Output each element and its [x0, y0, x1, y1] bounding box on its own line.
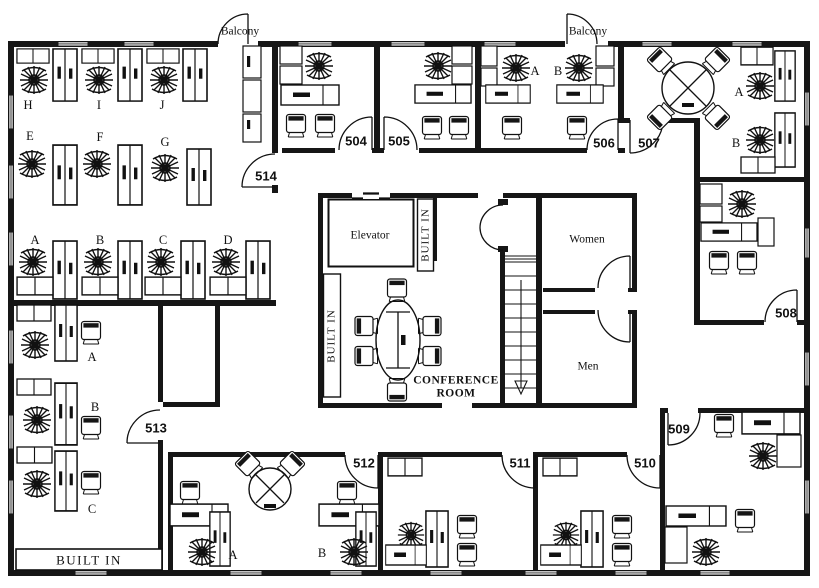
- cubicle-row-1: [16, 45, 262, 143]
- double-door-stair-lobby: [479, 204, 504, 251]
- room-504-furniture: [279, 45, 340, 138]
- cubicle-label-j: J: [159, 97, 165, 112]
- room-506-furniture: [480, 45, 615, 140]
- stairs-arrow-head: [514, 380, 528, 396]
- elevator-door-icon: [352, 192, 390, 199]
- cubicle-label-f: F: [96, 129, 104, 144]
- cubicle-label-b: B: [95, 232, 105, 247]
- desk-label-bl-c: C: [87, 501, 97, 516]
- women-restroom-label: Women: [569, 233, 605, 246]
- built-in-label-elevator: BUILT IN: [419, 208, 432, 262]
- round-table-512: [233, 449, 307, 511]
- desk-label-512-a: A: [228, 547, 238, 562]
- built-in-cabinet-conference: [322, 273, 342, 398]
- desk-label-507-b: B: [731, 135, 741, 150]
- door-514: [241, 153, 276, 188]
- room-number-514: 514: [255, 168, 277, 184]
- desk-label-bl-b: B: [90, 399, 100, 414]
- room-number-508: 508: [775, 305, 797, 321]
- door-513: [126, 409, 161, 444]
- built-in-cabinet-bottom: [15, 548, 163, 571]
- built-in-label-conference: BUILT IN: [325, 309, 338, 363]
- conference-room-label-line1: CONFERENCE: [413, 374, 499, 387]
- room-number-510: 510: [634, 455, 656, 471]
- door-512: [344, 454, 379, 489]
- conference-room-label-line2: ROOM: [436, 387, 476, 400]
- cubicle-label-c: C: [158, 232, 168, 247]
- door-506: [586, 118, 619, 151]
- bottom-left-workstations: [15, 304, 163, 571]
- cubicle-label-g: G: [160, 134, 170, 149]
- room-505-furniture: [414, 45, 473, 140]
- balcony-label-left: Balcony: [220, 25, 260, 38]
- conference-table: [354, 278, 442, 402]
- door-504: [338, 116, 373, 151]
- elevator-label: Elevator: [350, 229, 390, 242]
- elevator-room: [327, 192, 415, 268]
- room-number-513: 513: [145, 420, 167, 436]
- cubicle-label-e: E: [26, 128, 34, 143]
- cubicle-label-a: A: [30, 232, 40, 247]
- cubicle-label-h: H: [23, 97, 33, 112]
- stairs: [505, 255, 536, 389]
- room-510-furniture: [540, 457, 633, 568]
- balcony-door-left: [217, 13, 249, 45]
- door-swings: [126, 13, 798, 489]
- door-505: [383, 116, 418, 151]
- built-in-label-bottom: BUILT IN: [56, 552, 122, 568]
- desk-label-512-b: B: [317, 545, 327, 560]
- room-number-507: 507: [638, 135, 660, 151]
- room-509-furniture: [664, 411, 802, 567]
- desk-label-bl-a: A: [87, 349, 97, 364]
- room-508-furniture: [699, 183, 775, 275]
- door-510: [626, 454, 661, 489]
- door-women: [597, 255, 631, 289]
- cubicle-label-d: D: [223, 232, 233, 247]
- room-511-furniture: [385, 457, 478, 568]
- room-number-511: 511: [509, 455, 531, 471]
- desk-label-506-b: B: [553, 63, 563, 78]
- built-in-cabinet-elevator: [416, 198, 435, 272]
- room-number-509: 509: [668, 421, 690, 437]
- door-men: [597, 309, 631, 343]
- round-table-507: [645, 45, 732, 132]
- men-restroom-label: Men: [577, 360, 599, 373]
- room-number-504: 504: [345, 133, 367, 149]
- cubicle-label-i: I: [96, 97, 102, 112]
- room-number-506: 506: [593, 135, 615, 151]
- balcony-label-right: Balcony: [568, 25, 608, 38]
- door-509: [667, 412, 701, 446]
- walls: [8, 41, 810, 576]
- room-number-512: 512: [353, 455, 375, 471]
- cubicle-row-2: [17, 144, 212, 206]
- door-508: [764, 289, 798, 323]
- desk-label-507-a: A: [734, 84, 744, 99]
- door-511: [501, 454, 536, 489]
- desk-label-506-a: A: [530, 63, 540, 78]
- room-507-desks: [740, 46, 796, 174]
- room-number-505: 505: [388, 133, 410, 149]
- balcony-door-right: [566, 13, 598, 45]
- cubicle-row-3: [16, 240, 271, 300]
